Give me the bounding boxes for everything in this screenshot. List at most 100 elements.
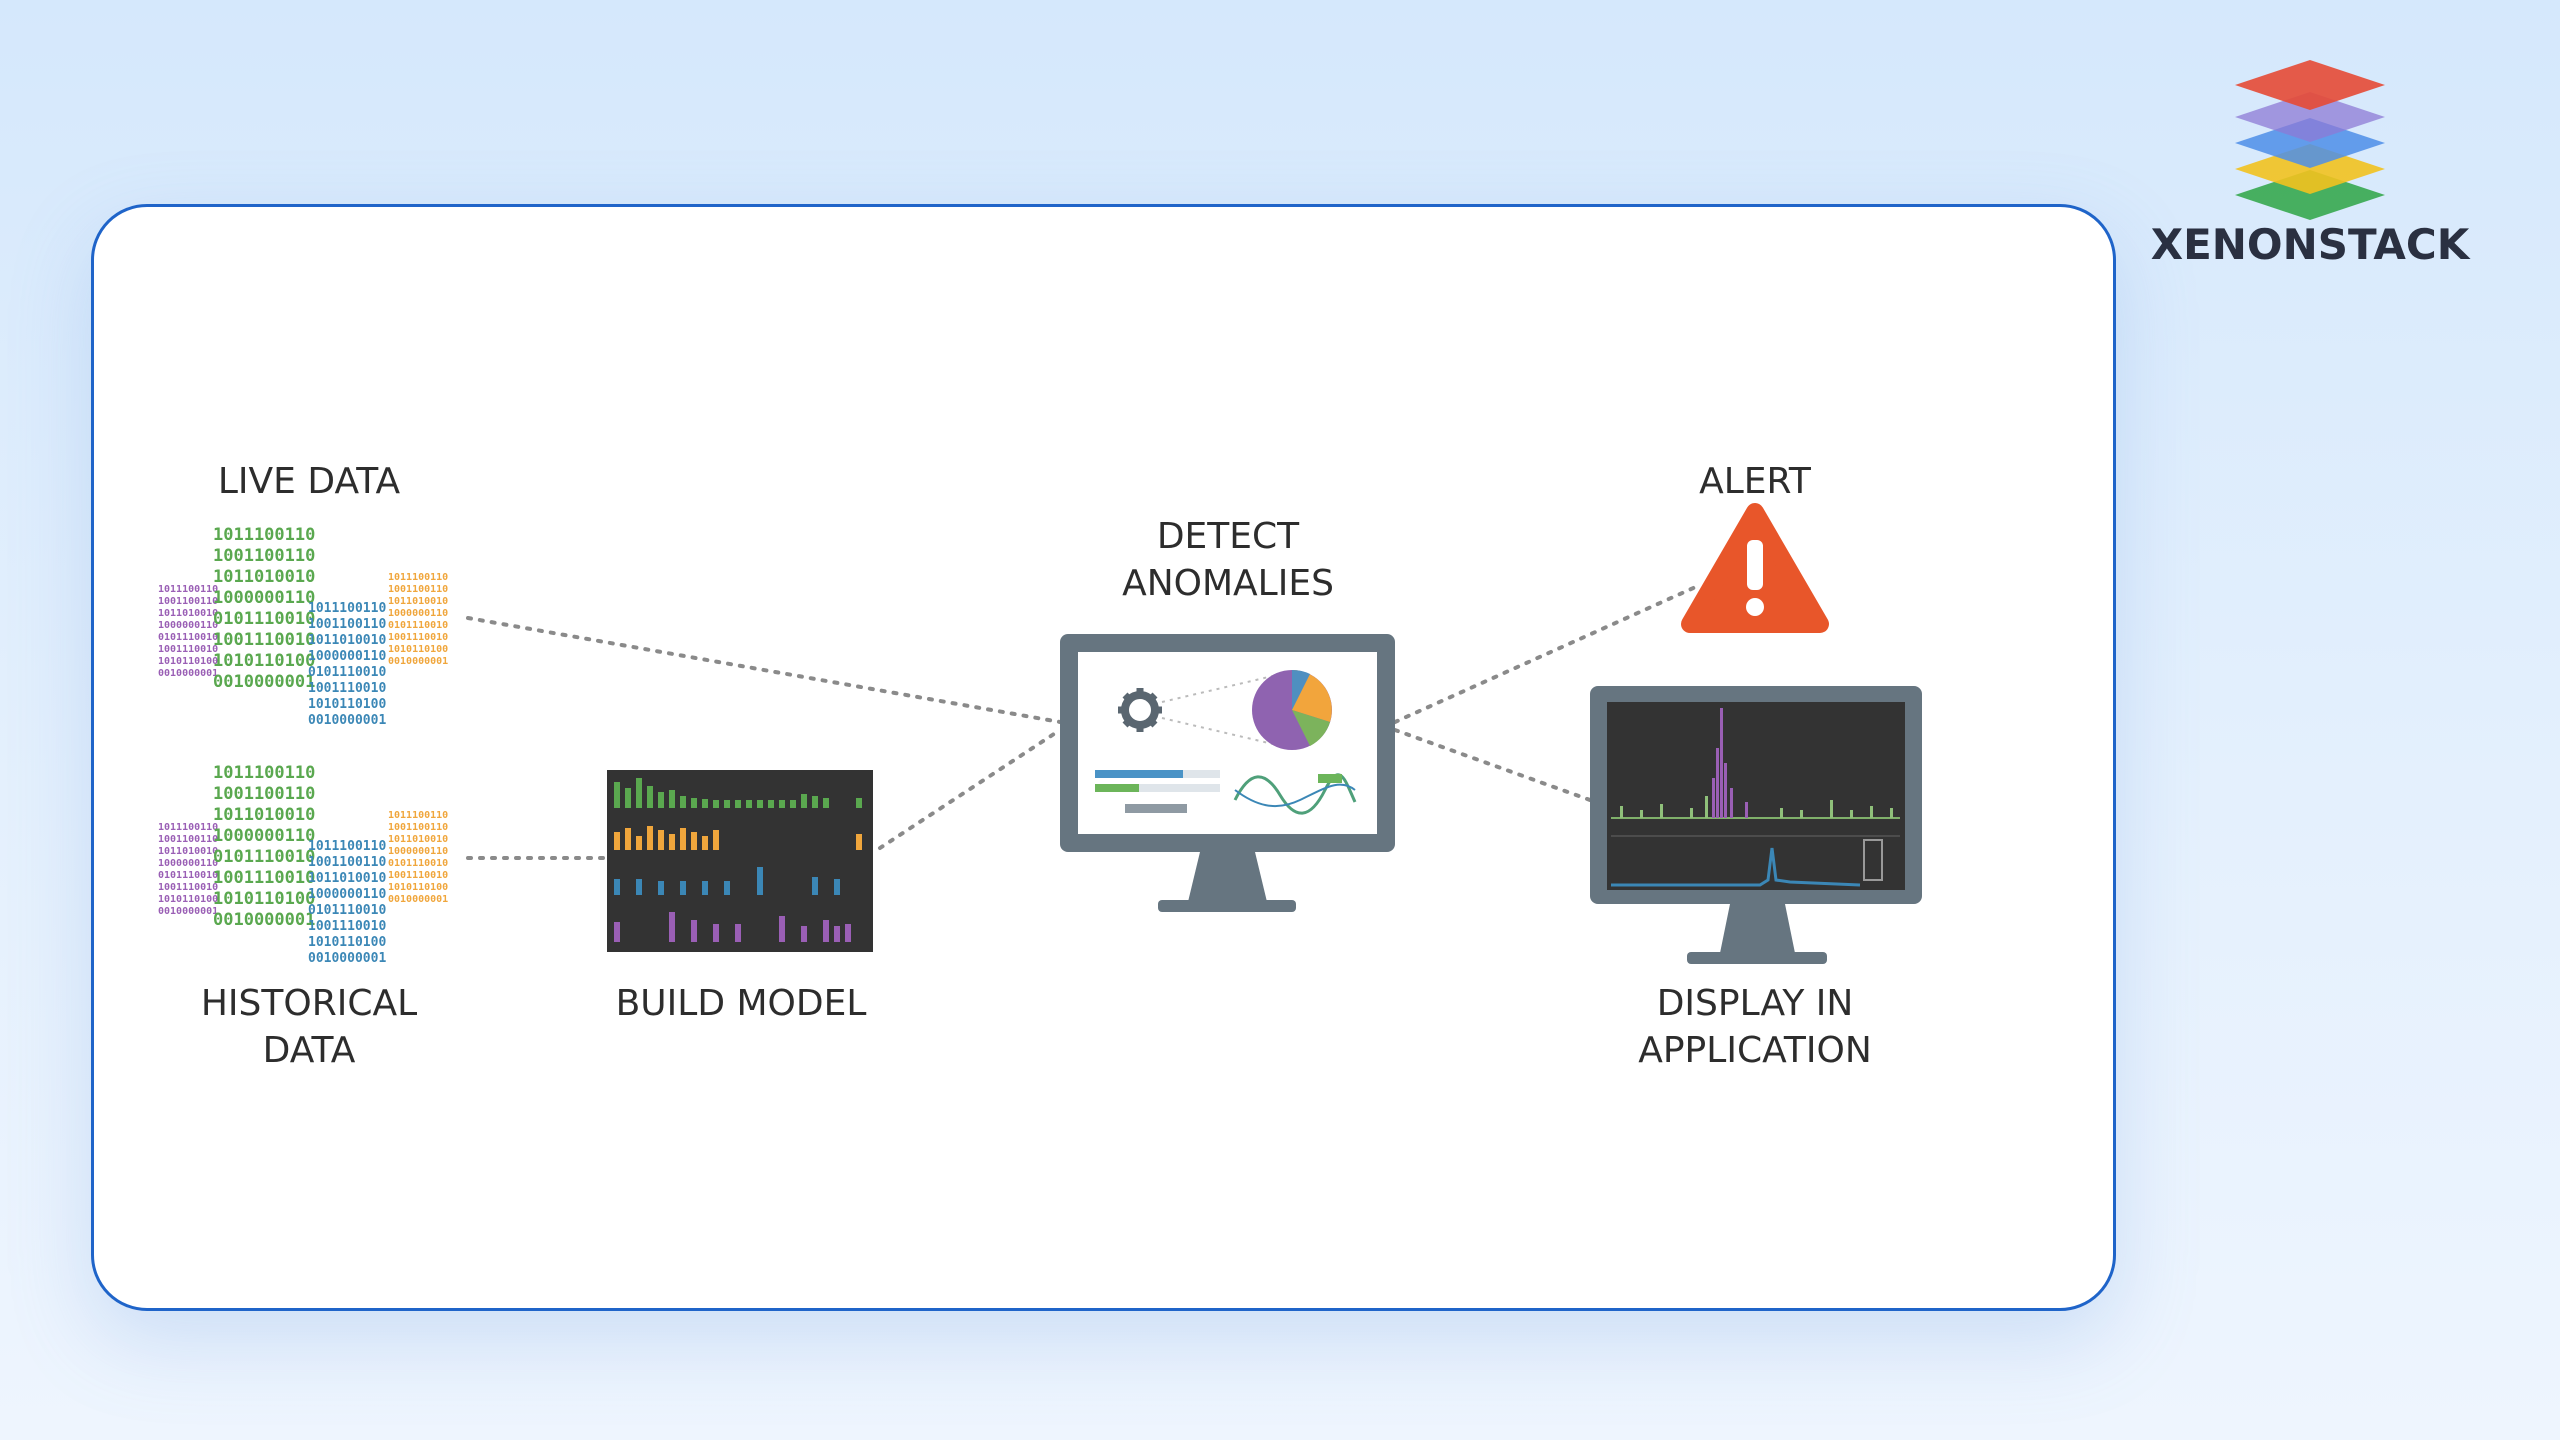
model-bar [801, 926, 807, 942]
binary-line: 1011010010 [158, 608, 218, 619]
model-chart-icon [607, 770, 873, 952]
binary-line: 1011100110 [158, 584, 218, 595]
brand-name: XENONSTACK [2150, 220, 2470, 269]
model-bar [845, 924, 851, 942]
model-bar [812, 796, 818, 808]
connector-detect-to-display [1393, 728, 1592, 802]
model-bar [801, 794, 807, 808]
connector-detect-to-alert [1393, 583, 1702, 724]
label-detect-anomalies-line2: ANOMALIES [1122, 563, 1334, 604]
application-timeseries-chart [1611, 708, 1900, 887]
model-bar [768, 800, 774, 808]
model-bar [724, 881, 730, 895]
model-bar [702, 836, 708, 850]
model-bar [702, 799, 708, 808]
binary-line: 1010110100 [388, 882, 448, 893]
chart-spike [1890, 808, 1893, 818]
binary-line: 1011100110 [213, 763, 315, 783]
binary-line: 1001100110 [158, 834, 218, 845]
binary-line: 0101110010 [308, 903, 386, 918]
binary-line: 1001110010 [158, 882, 218, 893]
binary-line: 1000000110 [308, 887, 386, 902]
binary-line: 1010110100 [158, 656, 218, 667]
binary-line: 1011010010 [388, 596, 448, 607]
label-alert: ALERT [1699, 461, 1812, 502]
gear-icon [1118, 688, 1162, 732]
binary-line: 1001110010 [158, 644, 218, 655]
model-bar [735, 924, 741, 942]
binary-line: 1001110010 [308, 919, 386, 934]
label-historical-data: HISTORICAL [201, 983, 417, 1024]
live-data-binary-icon: 1011100110100110011010110100101000000110… [158, 525, 448, 728]
binary-line: 0010000001 [388, 894, 448, 905]
model-bar [702, 881, 708, 895]
model-bar [669, 834, 675, 850]
model-bar [691, 920, 697, 942]
connector-model-to-detect [878, 728, 1062, 850]
connector-live-to-detect [466, 616, 1062, 724]
model-bar [614, 782, 620, 808]
model-bar [779, 916, 785, 942]
historical-data-binary-icon: 1011100110100110011010110100101000000110… [158, 763, 448, 966]
application-monitor-icon [1590, 686, 1922, 964]
binary-line: 1000000110 [388, 846, 448, 857]
chart-spike [1690, 808, 1693, 818]
label-display-in-application: DISPLAY IN [1657, 983, 1854, 1024]
model-bar [823, 798, 829, 808]
binary-line: 1011100110 [308, 839, 386, 854]
model-bar [823, 920, 829, 942]
model-bar [636, 836, 642, 850]
model-bar [834, 879, 840, 895]
model-bar [647, 826, 653, 850]
binary-line: 1011100110 [158, 822, 218, 833]
model-bar [680, 796, 686, 808]
binary-line: 1001100110 [388, 584, 448, 595]
chart-spike [1870, 806, 1873, 818]
binary-line: 1011010010 [308, 871, 386, 886]
model-bar [713, 830, 719, 850]
binary-line: 1000000110 [308, 649, 386, 664]
model-bar [658, 881, 664, 895]
label-historical-data-line2: DATA [263, 1030, 356, 1071]
model-bar [757, 800, 763, 808]
binary-line: 0010000001 [388, 656, 448, 667]
chart-spike [1705, 796, 1708, 818]
model-bar [856, 798, 862, 808]
model-bar [647, 786, 653, 808]
binary-line: 1000000110 [213, 826, 315, 846]
binary-line: 1010110100 [158, 894, 218, 905]
model-bar [614, 879, 620, 895]
model-bar [713, 924, 719, 942]
chart-spike [1724, 763, 1727, 818]
binary-line: 1001110010 [213, 630, 315, 650]
binary-line: 0010000001 [213, 910, 315, 930]
binary-line: 1001110010 [308, 681, 386, 696]
model-bar [669, 912, 675, 942]
model-bar [658, 830, 664, 850]
binary-line: 1011100110 [308, 601, 386, 616]
model-bar [658, 792, 664, 808]
binary-line: 0101110010 [388, 620, 448, 631]
binary-line: 1010110100 [308, 935, 386, 950]
binary-line: 1011010010 [158, 846, 218, 857]
chart-spike [1800, 810, 1803, 818]
model-bar [691, 832, 697, 850]
model-bar [834, 926, 840, 942]
binary-line: 1011010010 [213, 805, 315, 825]
binary-line: 1001110010 [213, 868, 315, 888]
binary-line: 1011010010 [388, 834, 448, 845]
binary-line: 0010000001 [158, 668, 218, 679]
model-bar [779, 800, 785, 808]
model-bar [812, 877, 818, 895]
binary-line: 1011100110 [388, 572, 448, 583]
lower-series [1611, 847, 1861, 887]
model-bar [790, 800, 796, 808]
binary-line: 1000000110 [388, 608, 448, 619]
model-bar [746, 800, 752, 808]
label-build-model: BUILD MODEL [616, 983, 867, 1024]
connectors [466, 583, 1702, 860]
binary-line: 1001100110 [388, 822, 448, 833]
label-display-in-application-line2: APPLICATION [1638, 1030, 1872, 1071]
binary-line: 1011100110 [213, 525, 315, 545]
binary-line: 0010000001 [213, 672, 315, 692]
